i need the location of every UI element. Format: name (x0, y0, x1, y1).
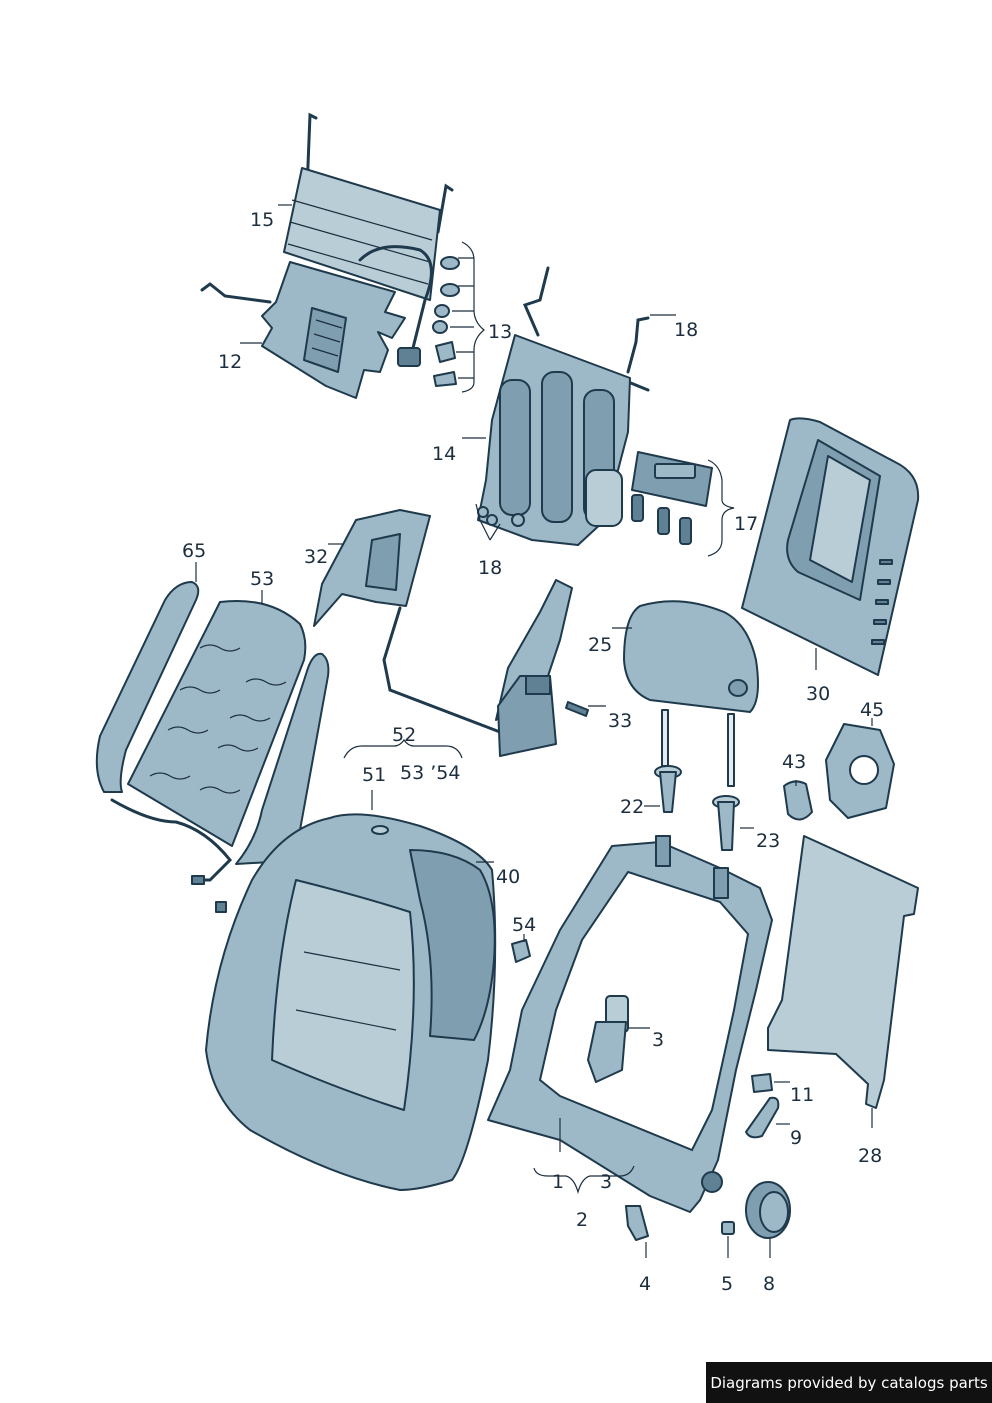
label-3-bracket: 3 (600, 1171, 612, 1193)
part-11-clip (751, 1073, 773, 1093)
label-40: 40 (496, 866, 520, 888)
label-54: 54 (512, 914, 536, 936)
label-23: 23 (756, 830, 780, 852)
part-45-foam-pad (825, 723, 895, 819)
label-8: 8 (763, 1273, 775, 1295)
part-65-side-bolsters (95, 581, 330, 913)
part-12-support-plate (200, 261, 421, 399)
label-43: 43 (782, 751, 806, 773)
label-18-top: 18 (674, 319, 698, 341)
label-32: 32 (304, 546, 328, 568)
label-5: 5 (721, 1273, 733, 1295)
part-30-rear-panel (741, 417, 920, 676)
part-1-backrest-frame (487, 835, 773, 1213)
label-12: 12 (218, 351, 242, 373)
label-53: 53 (250, 568, 274, 590)
label-33: 33 (608, 710, 632, 732)
part-54-clip (511, 939, 531, 963)
label-51: 51 (362, 764, 386, 786)
part-32-side-trim (313, 509, 502, 734)
part-17-pads (631, 451, 735, 557)
part-43-module (783, 780, 813, 821)
part-14-backrest-frame (477, 266, 650, 546)
part-15-lumbar-mat (283, 112, 454, 362)
part-5-screw (721, 1221, 735, 1235)
label-65: 65 (182, 540, 206, 562)
label-4: 4 (639, 1273, 651, 1295)
part-8-handwheel (745, 1181, 791, 1239)
label-13: 13 (488, 321, 512, 343)
part-13-clips (432, 241, 485, 393)
part-number-labels: 15 12 13 18 14 18 17 30 65 53 32 25 33 5… (182, 209, 884, 1295)
label-9: 9 (790, 1127, 802, 1149)
label-22: 22 (620, 796, 644, 818)
label-1: 1 (552, 1171, 564, 1193)
label-25: 25 (588, 634, 612, 656)
part-9-trim-cap (745, 1096, 780, 1139)
part-3-recliner-motor (587, 995, 629, 1083)
label-53-54: 53 ’54 (400, 762, 460, 784)
part-25-headrest (623, 600, 759, 787)
label-11: 11 (790, 1084, 814, 1106)
part-4-cover (625, 1205, 649, 1241)
label-28: 28 (858, 1145, 882, 1167)
label-15: 15 (250, 209, 274, 231)
label-30: 30 (806, 683, 830, 705)
label-18-bottom: 18 (478, 557, 502, 579)
label-2: 2 (576, 1209, 588, 1231)
part-28-rear-board (767, 835, 919, 1109)
label-3-motor: 3 (652, 1029, 664, 1051)
label-45: 45 (860, 699, 884, 721)
part-53-cushion-mat (127, 599, 307, 847)
part-33-side-bracket (495, 579, 589, 757)
credit-banner: Diagrams provided by catalogs parts (706, 1362, 992, 1403)
label-14: 14 (432, 443, 456, 465)
part-51-backrest-cover (205, 813, 497, 1191)
leader-lines (195, 204, 873, 1258)
label-17: 17 (734, 513, 758, 535)
part-22-23-guides (654, 765, 740, 851)
label-52: 52 (392, 724, 416, 746)
